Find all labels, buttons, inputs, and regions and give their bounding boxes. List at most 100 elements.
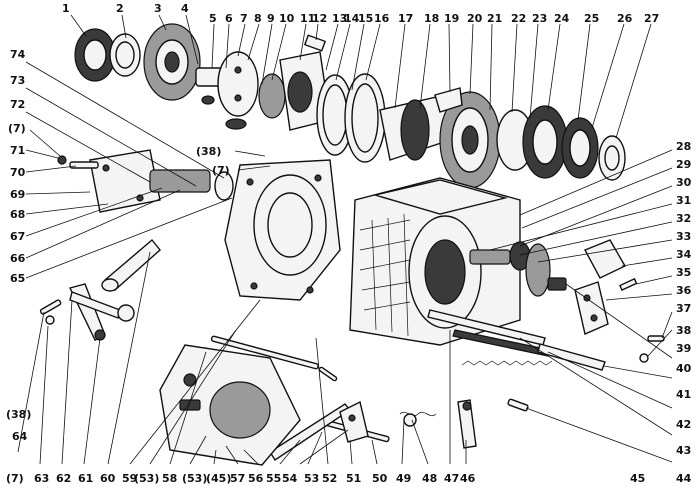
part-ring-27	[598, 135, 626, 181]
label-26: 26	[617, 12, 633, 25]
label-12: 12	[312, 12, 327, 25]
label-35: 35	[676, 266, 691, 279]
part-shaft-18	[379, 94, 451, 161]
part-gear-3	[143, 23, 201, 101]
part-pin-36-38	[618, 277, 665, 363]
label-14: 14	[344, 12, 360, 25]
label-9: 9	[267, 12, 275, 25]
label-ref-7-bottom: (7)	[6, 472, 24, 485]
label-1: 1	[62, 2, 70, 15]
label-8: 8	[254, 12, 262, 25]
label-19: 19	[444, 12, 459, 25]
label-50: 50	[372, 472, 388, 485]
part-ring-16	[344, 73, 386, 163]
label-48: 48	[422, 472, 437, 485]
part-cover-69	[89, 149, 234, 213]
label-ref-53-b: (53)	[182, 472, 207, 485]
label-28: 28	[676, 140, 691, 153]
part-pin-52	[318, 366, 338, 382]
part-bolt-44	[507, 398, 529, 412]
label-20: 20	[467, 12, 483, 25]
label-4: 4	[181, 2, 189, 15]
part-bolt-70-71	[57, 155, 99, 169]
label-59: 59	[122, 472, 137, 485]
part-lever-62-63	[69, 283, 135, 341]
label-37: 37	[676, 302, 691, 315]
label-ref-38-inner: (38)	[196, 145, 221, 158]
label-11: 11	[300, 12, 315, 25]
label-55: 55	[266, 472, 281, 485]
label-38: 38	[676, 324, 691, 337]
label-69: 69	[10, 188, 25, 201]
label-68: 68	[10, 208, 25, 221]
label-17: 17	[398, 12, 413, 25]
label-46: 46	[460, 472, 476, 485]
label-73: 73	[10, 74, 25, 87]
callout-labels: 1 2 3 4 5 6 7 8 9 10 11 12 13 14 15 16 1…	[6, 2, 692, 485]
label-ref-53-a: (53)	[134, 472, 159, 485]
part-bearing-26	[561, 117, 599, 179]
part-gear-20	[434, 87, 501, 189]
part-lever-35	[584, 239, 626, 279]
part-flange-9	[217, 51, 259, 117]
part-screw-38-64	[39, 299, 62, 325]
label-ref-7-inner: (7)	[212, 164, 230, 177]
label-41: 41	[676, 388, 691, 401]
label-63: 63	[34, 472, 49, 485]
label-23: 23	[532, 12, 547, 25]
label-54: 54	[282, 472, 298, 485]
label-31: 31	[676, 194, 691, 207]
part-main-casing	[349, 177, 521, 346]
label-66: 66	[10, 252, 26, 265]
label-44: 44	[676, 472, 692, 485]
part-spring-49	[399, 411, 437, 427]
label-2: 2	[116, 2, 124, 15]
part-shaft-61	[101, 238, 161, 292]
label-33: 33	[676, 230, 691, 243]
label-18: 18	[424, 12, 439, 25]
label-60: 60	[100, 472, 116, 485]
label-72: 72	[10, 98, 25, 111]
part-ring-14	[316, 74, 354, 156]
part-synchro-24	[496, 105, 568, 179]
label-ref-7-left: (7)	[8, 122, 26, 135]
part-spring-48	[461, 360, 553, 366]
label-62: 62	[56, 472, 71, 485]
label-67: 67	[10, 230, 25, 243]
label-34: 34	[676, 248, 692, 261]
label-6: 6	[225, 12, 233, 25]
label-ref-38-left: (38)	[6, 408, 31, 421]
part-bearing-1	[74, 28, 116, 82]
part-fork-46	[457, 399, 477, 449]
label-42: 42	[676, 418, 691, 431]
label-45: 45	[630, 472, 645, 485]
label-24: 24	[554, 12, 570, 25]
label-16: 16	[374, 12, 390, 25]
label-29: 29	[676, 158, 691, 171]
part-housing-bell	[224, 159, 341, 301]
label-49: 49	[396, 472, 411, 485]
label-61: 61	[78, 472, 93, 485]
label-22: 22	[511, 12, 526, 25]
part-side-cover-58	[159, 344, 301, 466]
label-57: 57	[230, 472, 245, 485]
leader-lines	[17, 14, 673, 465]
label-43: 43	[676, 444, 691, 457]
label-53: 53	[304, 472, 319, 485]
label-3: 3	[154, 2, 162, 15]
part-bracket-37	[574, 281, 609, 335]
label-15: 15	[358, 12, 373, 25]
label-71: 71	[10, 144, 25, 157]
label-30: 30	[676, 176, 692, 189]
label-21: 21	[487, 12, 502, 25]
part-rod-41-43	[427, 309, 606, 371]
label-32: 32	[676, 212, 691, 225]
label-7: 7	[240, 12, 248, 25]
label-ref-45: (45)	[206, 472, 231, 485]
label-58: 58	[162, 472, 177, 485]
label-39: 39	[676, 342, 691, 355]
label-74: 74	[10, 48, 26, 61]
label-25: 25	[584, 12, 599, 25]
